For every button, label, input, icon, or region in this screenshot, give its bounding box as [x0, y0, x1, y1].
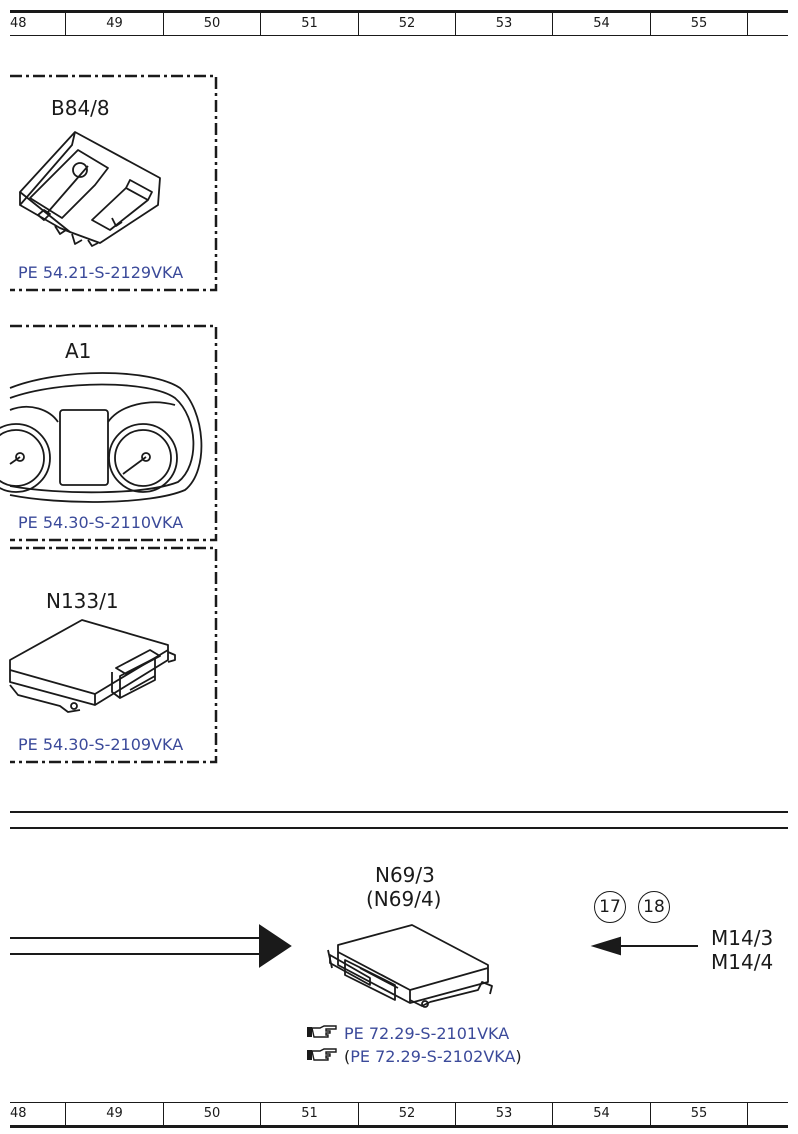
- ruler-cell: 49: [66, 13, 164, 35]
- n133-1-module-drawing: [9, 619, 176, 713]
- ruler-cell: 55: [651, 1103, 748, 1125]
- ruler-cell: 48: [10, 1103, 66, 1125]
- component-label-b84-8: B84/8: [51, 96, 110, 120]
- ruler-cell: 50: [164, 1103, 261, 1125]
- motor-label-m14-4: M14/4: [711, 950, 774, 974]
- component-frame-n133-1: [10, 546, 218, 764]
- component-label-a1: A1: [65, 339, 92, 363]
- ruler-cell: 51: [261, 1103, 359, 1125]
- component-frame-a1: [10, 324, 218, 542]
- ruler-cell: 49: [66, 1103, 164, 1125]
- circled-reference-number[interactable]: 18: [638, 891, 670, 923]
- reference-link-a1[interactable]: PE 54.30-S-2110VKA: [18, 513, 184, 532]
- column-ruler-top: 48 49 50 51 52 53 54 55: [10, 10, 788, 36]
- ruler-cell: 55: [651, 13, 748, 35]
- pointing-hand-icon: [307, 1025, 337, 1038]
- motor-signal-arrow: [590, 936, 698, 956]
- paren-open: (: [344, 1047, 351, 1066]
- ruler-cell: 51: [261, 13, 359, 35]
- reference-link-n69-3[interactable]: PE 72.29-S-2101VKA: [344, 1024, 510, 1043]
- ruler-cell: 52: [359, 13, 456, 35]
- reference-link-n133-1[interactable]: PE 54.30-S-2109VKA: [18, 735, 184, 754]
- reference-link-b84-8[interactable]: PE 54.21-S-2129VKA: [18, 263, 184, 282]
- n69-3-module-drawing: [327, 924, 493, 1008]
- pointing-hand-icon: [307, 1048, 337, 1061]
- module-label-n69-3: N69/3: [375, 863, 435, 887]
- column-ruler-bottom: 48 49 50 51 52 53 54 55: [10, 1102, 788, 1128]
- component-label-n133-1: N133/1: [46, 589, 119, 613]
- ruler-cell: 48: [10, 13, 66, 35]
- ruler-cell: 54: [553, 13, 651, 35]
- ruler-cell: 50: [164, 13, 261, 35]
- reference-link-n69-4-text: PE 72.29-S-2102VKA: [350, 1047, 516, 1066]
- double-line-arrow: [10, 924, 292, 968]
- ruler-cell: 53: [456, 13, 553, 35]
- circled-reference-number[interactable]: 17: [594, 891, 626, 923]
- b84-8-connector-drawing: [19, 131, 161, 247]
- ruler-cell: 53: [456, 1103, 553, 1125]
- paren-close: ): [515, 1047, 522, 1066]
- reference-link-n69-4[interactable]: (PE 72.29-S-2102VKA): [344, 1047, 522, 1066]
- module-label-n69-4: (N69/4): [366, 887, 442, 911]
- a1-instrument-cluster-drawing: [0, 372, 203, 503]
- motor-label-m14-3: M14/3: [711, 926, 774, 950]
- component-frame-b84-8: [10, 74, 218, 292]
- ruler-cell: 52: [359, 1103, 456, 1125]
- ruler-cell: 54: [553, 1103, 651, 1125]
